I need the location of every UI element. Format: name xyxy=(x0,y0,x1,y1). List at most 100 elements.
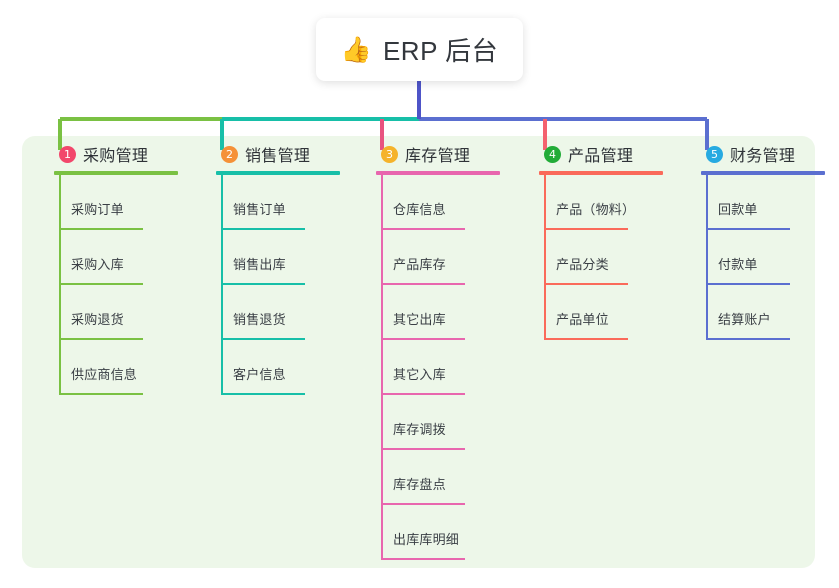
branch-item-label: 销售订单 xyxy=(233,202,286,217)
branch-spine xyxy=(706,175,708,340)
branch-item[interactable]: 结算账户 xyxy=(687,285,839,340)
branch-item[interactable]: 采购入库 xyxy=(40,230,200,285)
branch-column-4: 4 产品管理产品（物料） 产品分类产品单位 xyxy=(525,136,685,340)
branch-number-badge: 2 xyxy=(221,145,238,163)
branch-item-underline xyxy=(706,283,790,285)
branch-spine xyxy=(221,175,223,395)
branch-header-5[interactable]: 5 财务管理 xyxy=(687,136,839,172)
branch-item-label: 销售出库 xyxy=(233,257,286,272)
branch-column-5: 5 财务管理回款单付款单结算账户 xyxy=(687,136,839,340)
branch-item-underline xyxy=(381,503,465,505)
branch-item[interactable]: 供应商信息 xyxy=(40,340,200,395)
branch-column-1: 1 采购管理采购订单采购入库采购退货供应商信息 xyxy=(40,136,200,395)
branch-spine xyxy=(381,175,383,560)
branch-item-label: 客户信息 xyxy=(233,367,286,382)
branch-header-3[interactable]: 3 库存管理 xyxy=(362,136,522,172)
branch-item[interactable]: 库存盘点 xyxy=(362,450,522,505)
branch-spine xyxy=(544,175,546,340)
branch-number-badge: 4 xyxy=(544,145,561,163)
diagram-backdrop-panel xyxy=(22,136,815,568)
branch-item-underline xyxy=(381,338,465,340)
branch-item[interactable]: 产品库存 xyxy=(362,230,522,285)
branch-item-underline xyxy=(59,393,143,395)
branch-item[interactable]: 产品单位 xyxy=(525,285,685,340)
branch-item-label: 回款单 xyxy=(718,202,758,217)
branch-header-1[interactable]: 1 采购管理 xyxy=(40,136,200,172)
branch-item-underline xyxy=(381,283,465,285)
branch-number-badge: 1 xyxy=(59,145,76,163)
root-node[interactable]: 👍 ERP 后台 xyxy=(316,18,523,81)
branch-item-label: 产品分类 xyxy=(556,257,609,272)
branch-header-2[interactable]: 2 销售管理 xyxy=(202,136,362,172)
branch-item[interactable]: 仓库信息 xyxy=(362,175,522,230)
branch-item-underline xyxy=(381,393,465,395)
branch-item-underline xyxy=(59,228,143,230)
branch-item-label: 仓库信息 xyxy=(393,202,446,217)
branch-item-label: 库存调拨 xyxy=(393,422,446,437)
branch-item-underline xyxy=(221,228,305,230)
branch-item-label: 产品（物料） xyxy=(556,202,636,217)
branch-item-label: 产品库存 xyxy=(393,257,446,272)
branch-item-label: 产品单位 xyxy=(556,312,609,327)
branch-item-underline xyxy=(544,283,628,285)
thumbs-up-icon: 👍 xyxy=(340,36,372,64)
branch-item[interactable]: 出库库明细 xyxy=(362,505,522,560)
branch-item-underline xyxy=(221,393,305,395)
branch-item-label: 采购退货 xyxy=(71,312,124,327)
branch-item[interactable]: 回款单 xyxy=(687,175,839,230)
branch-column-3: 3 库存管理仓库信息产品库存其它出库其它入库库存调拨库存盘点出库库明细 xyxy=(362,136,522,560)
branch-title: 产品管理 xyxy=(568,148,634,165)
branch-item-underline xyxy=(544,338,628,340)
branch-header-4[interactable]: 4 产品管理 xyxy=(525,136,685,172)
branch-item-list: 销售订单销售出库销售退货客户信息 xyxy=(202,175,362,395)
branch-item-underline xyxy=(59,283,143,285)
branch-item-label: 结算账户 xyxy=(718,312,771,327)
branch-item[interactable]: 库存调拨 xyxy=(362,395,522,450)
branch-item-underline xyxy=(59,338,143,340)
branch-title: 财务管理 xyxy=(730,148,796,165)
branch-item-list: 仓库信息产品库存其它出库其它入库库存调拨库存盘点出库库明细 xyxy=(362,175,522,560)
branch-item[interactable]: 其它出库 xyxy=(362,285,522,340)
branch-item[interactable]: 付款单 xyxy=(687,230,839,285)
branch-underline xyxy=(54,171,178,175)
branch-item[interactable]: 采购退货 xyxy=(40,285,200,340)
branch-item[interactable]: 产品（物料） xyxy=(525,175,685,230)
branch-underline xyxy=(539,171,663,175)
branch-spine xyxy=(59,175,61,395)
branch-item-underline xyxy=(381,448,465,450)
branch-item-underline xyxy=(221,338,305,340)
branch-item[interactable]: 产品分类 xyxy=(525,230,685,285)
branch-title: 采购管理 xyxy=(83,148,149,165)
branch-item-underline xyxy=(381,228,465,230)
branch-item-list: 回款单付款单结算账户 xyxy=(687,175,839,340)
branch-item-underline xyxy=(706,228,790,230)
branch-title: 销售管理 xyxy=(245,148,311,165)
branch-item-label: 其它入库 xyxy=(393,367,446,382)
branch-item-underline xyxy=(381,558,465,560)
branch-number-badge: 5 xyxy=(706,145,723,163)
branch-item-label: 其它出库 xyxy=(393,312,446,327)
branch-item-label: 采购入库 xyxy=(71,257,124,272)
branch-item[interactable]: 销售出库 xyxy=(202,230,362,285)
branch-item-label: 供应商信息 xyxy=(71,367,138,382)
branch-underline xyxy=(376,171,500,175)
branch-item-list: 采购订单采购入库采购退货供应商信息 xyxy=(40,175,200,395)
branch-item[interactable]: 其它入库 xyxy=(362,340,522,395)
branch-item-underline xyxy=(544,228,628,230)
branch-item[interactable]: 销售退货 xyxy=(202,285,362,340)
branch-item[interactable]: 销售订单 xyxy=(202,175,362,230)
branch-columns: 1 采购管理采购订单采购入库采购退货供应商信息 2 销售管理销售订单销售出库销售退货客… xyxy=(22,136,825,568)
branch-title: 库存管理 xyxy=(405,148,471,165)
branch-item-underline xyxy=(221,283,305,285)
branch-item-label: 销售退货 xyxy=(233,312,286,327)
branch-number-badge: 3 xyxy=(381,145,398,163)
branch-item-label: 出库库明细 xyxy=(393,532,460,547)
branch-item[interactable]: 采购订单 xyxy=(40,175,200,230)
branch-item-list: 产品（物料） 产品分类产品单位 xyxy=(525,175,685,340)
branch-column-2: 2 销售管理销售订单销售出库销售退货客户信息 xyxy=(202,136,362,395)
branch-item-label: 付款单 xyxy=(718,257,758,272)
branch-item-label: 库存盘点 xyxy=(393,477,446,492)
branch-item[interactable]: 客户信息 xyxy=(202,340,362,395)
branch-item-underline xyxy=(706,338,790,340)
